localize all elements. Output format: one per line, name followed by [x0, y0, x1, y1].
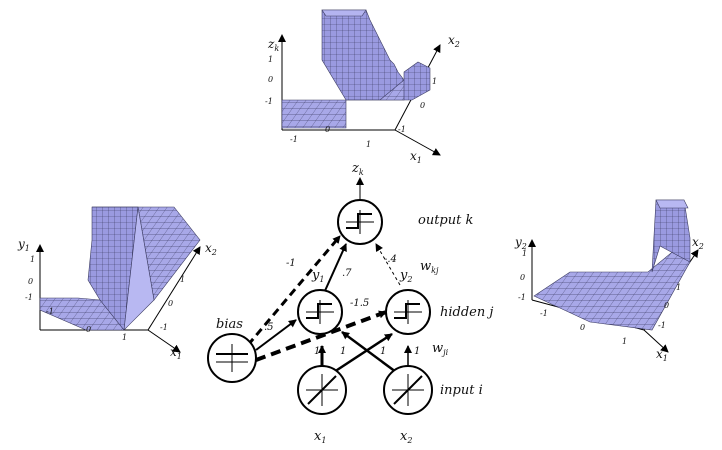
hidden-node-y1-label: y1 — [311, 268, 324, 284]
bias-label: bias — [216, 317, 243, 332]
layer-label-input: input i — [440, 383, 483, 398]
y-tick-bot: -1 — [25, 293, 33, 302]
weight-y2-output: -.4 — [384, 254, 397, 265]
z-tick-mid: 0 — [268, 75, 273, 84]
xa-tick-right: 1 — [622, 337, 627, 346]
input-node-x2 — [383, 365, 433, 415]
hidden-node-y2-label: y2 — [399, 268, 412, 284]
surface-notch — [403, 61, 431, 101]
x1-axis — [643, 329, 669, 353]
input-node-x2-label: x2 — [400, 429, 412, 445]
output-node-label: zk — [351, 161, 364, 177]
xa-tick-right: 1 — [122, 333, 127, 342]
xa-tick-mid: 0 — [580, 323, 585, 332]
weight-bias-y2: -1.5 — [350, 298, 369, 309]
weight-symbol-wji: wji — [432, 341, 449, 357]
weight-x2-y1: 1 — [340, 346, 346, 357]
edge-x2-y1 — [341, 330, 397, 374]
hidden-node-y2 — [385, 289, 431, 335]
x1-axis-label: x1 — [656, 347, 668, 363]
weight-x1-y2: 1 — [380, 346, 386, 357]
edge-bias-y2 — [255, 310, 387, 362]
xb-tick-near: -1 — [658, 321, 666, 330]
weight-x2-y2: 1 — [414, 346, 420, 357]
input-node-x1-label: x1 — [314, 429, 326, 445]
surface-plot-hidden-2: y2 x2 x1 1 0 -1 -1 0 1 -1 0 1 — [514, 199, 704, 363]
y-tick-top: 1 — [30, 255, 35, 264]
y-axis-label: y1 — [17, 237, 30, 253]
x2-axis-label: x2 — [692, 235, 704, 251]
edge-y1-output — [323, 243, 347, 294]
surface-plot-hidden-1: y1 x2 x1 1 0 -1 -1 0 1 -1 0 1 — [17, 206, 217, 361]
y-tick-bot: -1 — [518, 293, 526, 302]
x2-axis-label: x2 — [448, 33, 460, 49]
surface-plateau-front — [123, 206, 155, 331]
xa-tick-left: -1 — [540, 309, 548, 318]
xb-tick-near: -1 — [160, 323, 168, 332]
xa-tick-left: -1 — [290, 135, 298, 144]
x2-axis-label: x2 — [205, 241, 217, 257]
hidden-node-y1 — [297, 289, 343, 335]
y-tick-top: 1 — [522, 249, 527, 258]
y-tick-mid: 0 — [28, 277, 33, 286]
xb-tick-far: 1 — [676, 283, 681, 292]
y-tick-mid: 0 — [520, 273, 525, 282]
surface-plateau — [655, 199, 689, 209]
xb-tick-mid: 0 — [168, 299, 173, 308]
weight-bias-y1: .5 — [264, 322, 274, 333]
xa-tick-right: 1 — [366, 140, 371, 149]
weight-bias-output: -1 — [286, 258, 296, 269]
x2-axis — [147, 246, 201, 331]
edge-x1-y2 — [333, 332, 393, 374]
step-function-icon — [346, 213, 372, 229]
weight-x1-y1: 1 — [314, 346, 320, 357]
surface-wall — [321, 9, 405, 101]
xb-tick-mid: 0 — [664, 301, 669, 310]
x1-axis — [147, 329, 181, 353]
surface-plateau — [321, 9, 367, 17]
xb-tick-far: 1 — [432, 77, 437, 86]
z-tick-top: 1 — [268, 55, 273, 64]
surface-floor — [533, 243, 691, 331]
edge-y2-output — [375, 243, 401, 286]
xb-tick-mid: 0 — [420, 101, 425, 110]
edge-bias-y1 — [255, 319, 297, 351]
surface-floor-left — [281, 99, 347, 129]
x1-axis-label: x1 — [410, 149, 422, 165]
layer-label-output: output k — [418, 213, 473, 228]
step-function-icon — [394, 303, 420, 319]
bias-node — [207, 333, 257, 383]
xb-tick-far: 1 — [180, 275, 185, 284]
z-tick-bot: -1 — [265, 97, 273, 106]
output-node — [337, 199, 383, 245]
surface-plot-output: zk x2 x1 1 0 -1 -1 0 1 -1 0 1 — [265, 9, 460, 165]
xb-tick-near: -1 — [398, 125, 406, 134]
x1-axis — [394, 129, 441, 156]
input-node-x1 — [297, 365, 347, 415]
x1-axis-label: x1 — [170, 345, 182, 361]
y-axis-label: y2 — [514, 235, 527, 251]
layer-label-hidden: hidden j — [440, 305, 493, 320]
xa-tick-mid: 0 — [86, 325, 91, 334]
network-connections — [246, 177, 412, 374]
xa-tick-left: -1 — [46, 307, 54, 316]
xa-tick-mid: 0 — [325, 125, 330, 134]
weight-symbol-wkj: wkj — [420, 259, 439, 275]
step-function-icon — [306, 303, 332, 319]
edge-bias-output — [246, 235, 342, 346]
weight-y1-output: .7 — [342, 268, 352, 279]
z-axis-label: zk — [267, 37, 279, 53]
